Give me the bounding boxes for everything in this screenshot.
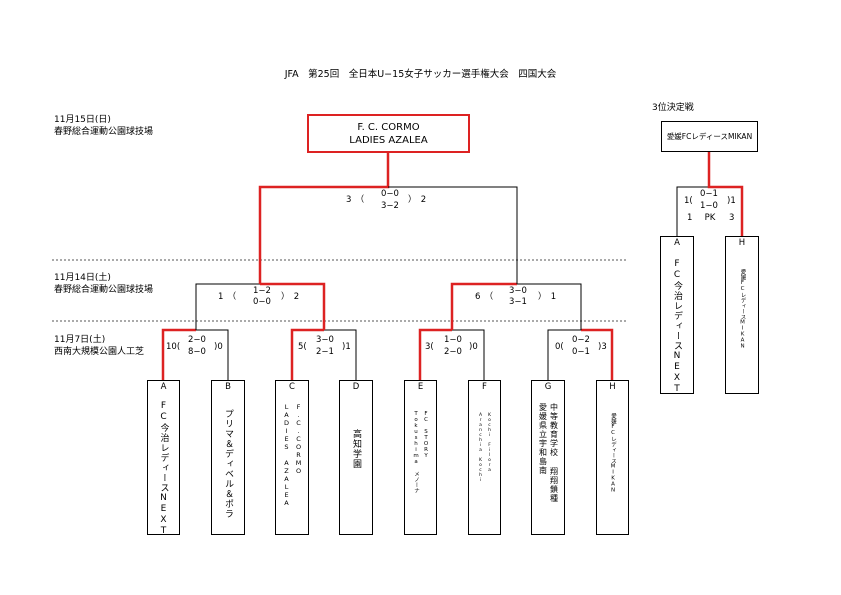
final-score-half2: 3−2 [381,201,399,211]
semi1-score-half1: 1−2 [253,286,271,296]
r1-gh-score-half1: 0−2 [572,335,590,345]
team-name-g-line1: 愛媛県立宇和島南 [538,403,548,475]
team-name-f-line2: Kochi Filora [487,413,492,473]
champion-name-line2: LADIES AZALEA [349,135,428,146]
page-title: JFA 第25回 全日本U−15女子サッカー選手権大会 四国大会 [284,69,557,80]
team-box-d: D 高知学園 [339,380,373,535]
team-letter-d: D [352,382,360,392]
bracket-line-a [161,328,196,380]
final-score-left: 3 （ [346,195,365,205]
bracket-line-d [324,329,357,380]
team-letter-f: F [482,382,487,392]
bracket-line-f [452,329,485,380]
team-name-c-line1: LADIES AZALEA [282,403,291,507]
semi2-score-right: ） 1 [538,292,557,302]
r1-gh-score-half2: 0−1 [572,347,590,357]
r1-gh-score-right: )3 [598,342,607,352]
semi-line-cd [260,282,326,330]
third-team-name-h: 愛媛FCレディースMIKAN [739,269,746,350]
third-place-winner-box: 愛媛FCレディースMIKAN [661,121,758,152]
third-team-name-a: FC今治レディースNEXT [672,259,682,395]
semi-line-gh [517,283,582,330]
first-venue: 西南大規模公園人工芝 [54,347,145,357]
team-box-f: F Aranchia Kochi Kochi Filora [468,380,501,535]
semi-line-ab [195,283,260,330]
r1-gh-score-left: 0( [555,342,564,352]
r1-ab-score-right: )0 [214,342,223,352]
r1-ef-score-half1: 1−0 [444,335,462,345]
third-score-right: )1 [727,196,736,206]
team-name-d: 高知学園 [351,429,361,469]
semi1-score-half2: 0−0 [253,297,271,307]
first-date: 11月7日(土) [54,335,106,345]
team-letter-c: C [289,382,295,392]
r1-ef-score-left: 3( [425,342,434,352]
semi1-score-right: ） 2 [281,292,300,302]
bracket-line-g [547,329,581,380]
team-letter-b: B [225,382,231,392]
semi2-score-half2: 3−1 [509,297,527,307]
team-letter-h: H [609,382,616,392]
third-pk-left: 1 [687,213,693,223]
r1-cd-score-left: 5( [298,342,307,352]
final-score-half1: 0−0 [381,189,399,199]
team-letter-e: E [417,382,424,392]
third-team-box-a: A FC今治レディースNEXT [660,236,694,395]
third-score-half1: 0−1 [700,189,718,199]
third-score-half2: 1−0 [700,201,718,211]
team-box-b: B プリマ＆ディベル＆ポラ [211,380,245,535]
r1-ab-score-left: 10( [166,342,181,352]
semi-venue: 春野総合運動公園球技場 [54,285,154,295]
semi1-score-left: 1 （ [218,292,237,302]
third-pk-right: 3 [729,213,735,223]
third-team-box-h: H 愛媛FCレディースMIKAN [725,236,759,394]
team-box-g: G 愛媛県立宇和島南 中等教育学校 翔翔鎖種 [531,380,565,535]
team-letter-a: A [160,382,167,392]
bracket-line-b [196,329,229,380]
team-name-f-line1: Aranchia Kochi [478,413,483,483]
semi-date: 11月14日(土) [54,273,111,283]
third-line-h [707,152,744,236]
r1-cd-score-right: )1 [342,342,351,352]
bracket-line-e [418,328,452,380]
r1-ef-score-right: )0 [469,342,478,352]
third-place-label: 3位決定戦 [652,103,694,113]
r1-ab-score-half1: 2−0 [188,335,206,345]
team-name-c-line2: F.C.CORMO [294,403,303,475]
team-name-a: FC今治レディースNEXT [158,401,169,537]
r1-ef-score-half2: 2−0 [444,347,462,357]
r1-ab-score-half2: 8−0 [188,347,206,357]
semi2-score-half1: 3−0 [509,286,527,296]
team-name-e-line2: FC STORY [423,411,429,459]
champion-box: F. C. CORMO LADIES AZALEA [307,114,470,153]
team-name-h: 愛媛FCレディースMIKAN [610,413,616,494]
final-line-right [388,186,518,284]
third-score-left: 1( [684,196,693,206]
r1-cd-score-half2: 2−1 [316,347,334,357]
team-box-c: C LADIES AZALEA F.C.CORMO [275,380,309,535]
semi2-score-left: 6 （ [475,292,494,302]
third-pk-label: PK [704,213,716,223]
team-name-e-line1: Tokushima メノーナ [413,411,419,493]
bracket-line-c [290,328,324,380]
team-name-b: プリマ＆ディベル＆ポラ [223,409,233,519]
final-venue: 春野総合運動公園球技場 [54,127,154,137]
third-team-letter-a: A [674,238,680,248]
team-name-g-line2: 中等教育学校 翔翔鎖種 [549,403,559,503]
champion-name-line1: F. C. CORMO [357,122,420,133]
third-line-a [676,186,709,236]
final-line-left [258,153,390,284]
third-team-letter-h: H [738,238,746,248]
team-box-h: H 愛媛FCレディースMIKAN [596,380,629,535]
team-box-a: A FC今治レディースNEXT [147,380,180,537]
final-date: 11月15日(日) [54,115,111,125]
team-letter-g: G [544,382,552,392]
bracket-line-h [581,328,614,380]
team-box-e: E Tokushima メノーナ FC STORY [404,380,437,535]
final-score-right: ） 2 [408,195,427,205]
r1-cd-score-half1: 3−0 [316,335,334,345]
semi-line-ef [450,282,517,330]
